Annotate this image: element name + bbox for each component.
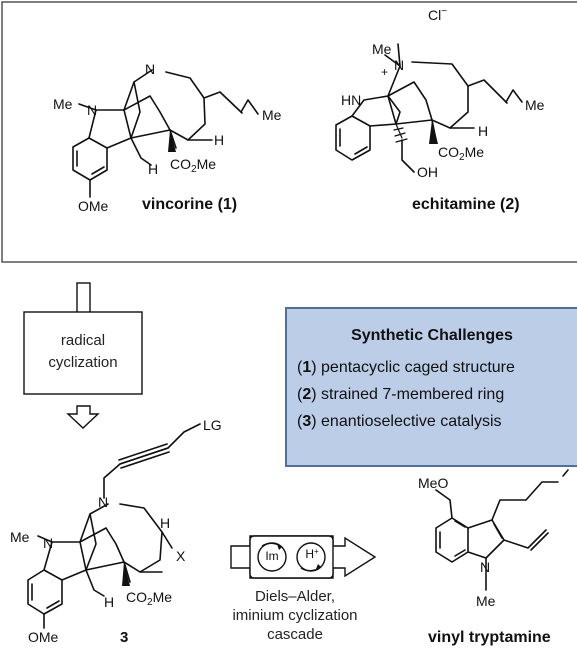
vinyl-tryptamine-meo-label: MeO (418, 475, 449, 491)
cascade-h-plus-label: H+ (305, 547, 319, 561)
vincorine-co2me-label: CO2Me (170, 156, 217, 175)
echitamine-oh-label: OH (417, 164, 438, 180)
echitamine-me-label: Me (372, 41, 392, 57)
intermediate-n4-label: N (98, 494, 109, 510)
intermediate-n1-label: N (43, 535, 54, 551)
vinyl-tryptamine-name: vinyl tryptamine (428, 629, 551, 646)
vincorine-h2-label: H (148, 161, 159, 177)
intermediate-h2-label: H (104, 594, 115, 610)
intermediate-number: 3 (120, 629, 129, 646)
intermediate-lg-label: LG (203, 417, 222, 433)
vincorine-me-label: Me (53, 96, 73, 112)
intermediate-x-label: X (176, 548, 186, 564)
cascade-im-label: Im (265, 549, 279, 563)
radical-cyclization-line1: radical (60, 332, 106, 349)
challenge-item-3: (3) enantioselective catalysis (297, 413, 502, 430)
vinyl-tryptamine-n-label: N (480, 559, 491, 575)
intermediate-ome-label: OMe (28, 629, 59, 645)
echitamine-me2-label: Me (525, 97, 545, 113)
synthetic-challenges-box: Synthetic Challenges (1) pentacyclic cag… (285, 307, 577, 467)
echitamine-co2me-label: CO2Me (438, 144, 485, 163)
echitamine-plus-label: + (381, 65, 389, 79)
synthetic-challenges-title: Synthetic Challenges (351, 327, 513, 344)
vincorine-name: vincorine (1) (142, 196, 238, 213)
vincorine-me2-label: Me (262, 107, 282, 123)
intermediate-co2me-label: CO2Me (126, 589, 173, 608)
echitamine-name: echitamine (2) (412, 196, 520, 213)
intermediate-h-label: H (160, 515, 171, 531)
vincorine-n1-label: N (87, 102, 98, 118)
echitamine-cl-label: Cl− (428, 6, 448, 23)
echitamine-hn-label: HN (341, 92, 362, 108)
challenge-item-2: (2) strained 7-membered ring (297, 386, 505, 403)
vinyl-tryptamine-me-label: Me (476, 593, 496, 609)
echitamine-n4-label: N (394, 57, 405, 73)
cascade-caption-line3: cascade (267, 626, 323, 643)
cascade-caption-line2: iminium cyclization (232, 607, 358, 624)
radical-cyclization-line2: cyclization (48, 354, 118, 371)
cascade-caption-line1: Diels–Alder, (254, 588, 336, 605)
echitamine-h-label: H (478, 123, 489, 139)
vincorine-ome-label: OMe (78, 198, 109, 214)
intermediate-me-label: Me (10, 529, 30, 545)
vincorine-h-label: H (214, 132, 225, 148)
challenge-item-1: (1) pentacyclic caged structure (297, 359, 515, 376)
vincorine-n4-label: N (145, 61, 156, 77)
